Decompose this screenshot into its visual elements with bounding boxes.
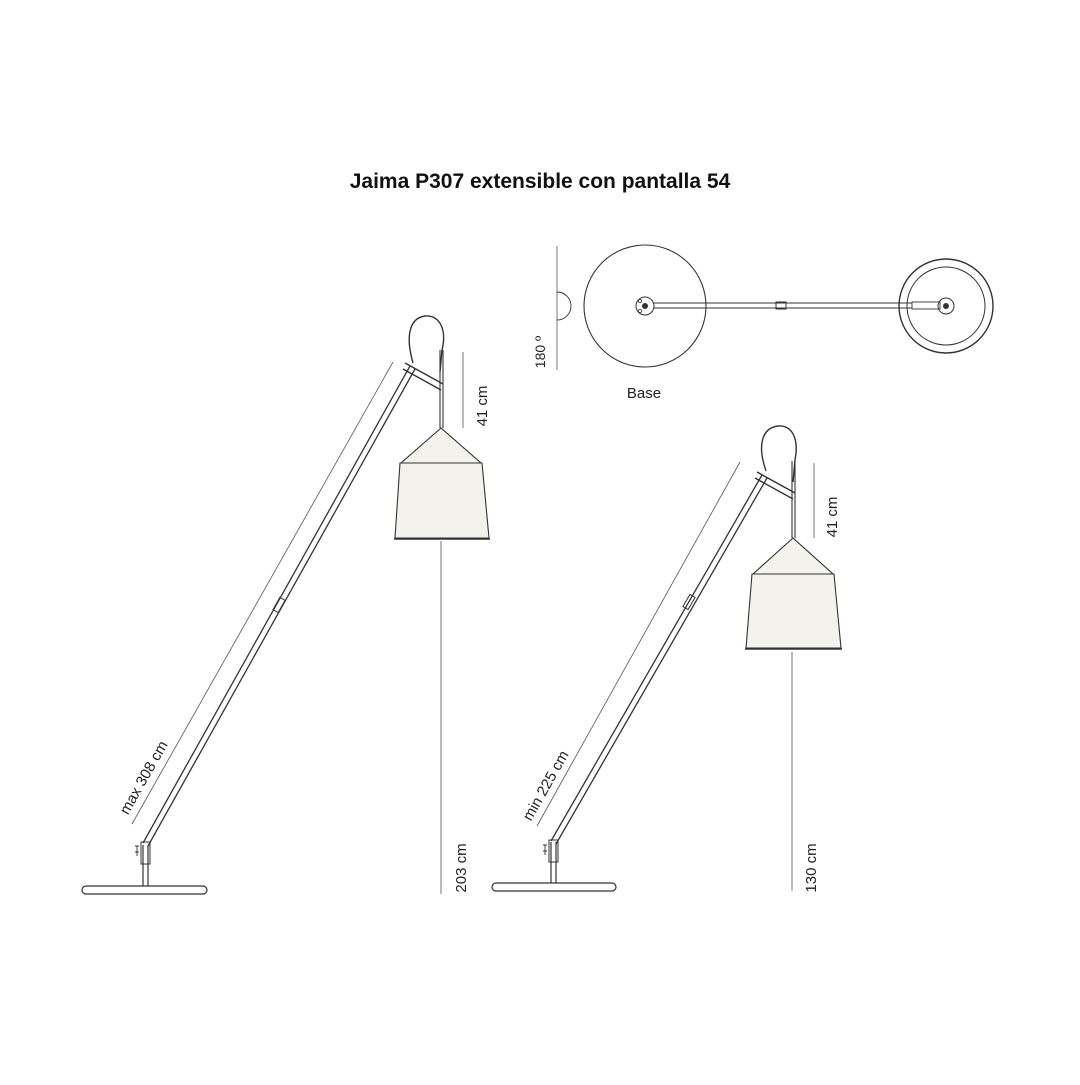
base-screw bbox=[638, 308, 643, 313]
arm-joint bbox=[775, 301, 787, 310]
arm-line-left bbox=[550, 474, 763, 842]
shade-cone bbox=[751, 537, 835, 575]
drop-label: 41 cm bbox=[474, 386, 491, 427]
height-label: 203 cm bbox=[453, 843, 470, 892]
rotation-arc bbox=[556, 291, 572, 321]
arm-telescope-joint bbox=[272, 596, 286, 614]
handle-crossbar bbox=[404, 362, 444, 385]
tilt-joint bbox=[140, 841, 151, 865]
shade-outer-ring bbox=[898, 258, 994, 354]
handle-crossbar bbox=[754, 477, 794, 500]
shade-pivot bbox=[943, 303, 949, 309]
angle-label: 180 º bbox=[532, 336, 548, 368]
tilt-joint bbox=[548, 839, 559, 863]
handle-crossbar bbox=[402, 368, 442, 391]
page-title: Jaima P307 extensible con pantalla 54 bbox=[349, 170, 731, 193]
length-label: min 225 cm bbox=[520, 748, 573, 824]
height-label: 130 cm bbox=[803, 843, 820, 892]
top-view: 180 º Base bbox=[532, 244, 994, 402]
handle bbox=[760, 425, 797, 483]
tilt-knob bbox=[135, 845, 139, 856]
right-view: min 225 cm 41 cm 130 cm bbox=[491, 425, 842, 893]
arm-telescope-joint bbox=[682, 593, 696, 611]
drop-label: 41 cm bbox=[824, 497, 841, 538]
base-label: Base bbox=[627, 385, 661, 402]
arm-line-left bbox=[142, 365, 411, 844]
base-disc bbox=[583, 244, 707, 368]
left-view: max 308 cm 41 cm 203 cm bbox=[81, 315, 491, 895]
base-pivot bbox=[642, 303, 648, 309]
length-dimension-line bbox=[536, 461, 741, 827]
handle bbox=[408, 315, 445, 373]
base-screw bbox=[638, 298, 643, 303]
arm-line-right bbox=[555, 477, 768, 845]
shade-hub bbox=[937, 297, 955, 315]
shade-drum bbox=[745, 573, 842, 649]
length-dimension-line bbox=[131, 361, 394, 825]
floor-base bbox=[491, 882, 617, 892]
shade-inner-ring bbox=[906, 266, 986, 346]
shade-cone bbox=[399, 427, 483, 464]
shade-drum bbox=[394, 462, 490, 539]
tilt-knob bbox=[543, 844, 547, 855]
floor-base bbox=[81, 885, 208, 895]
arm-end-piece bbox=[911, 301, 941, 310]
base-hub bbox=[635, 296, 655, 316]
handle-crossbar bbox=[756, 471, 796, 494]
